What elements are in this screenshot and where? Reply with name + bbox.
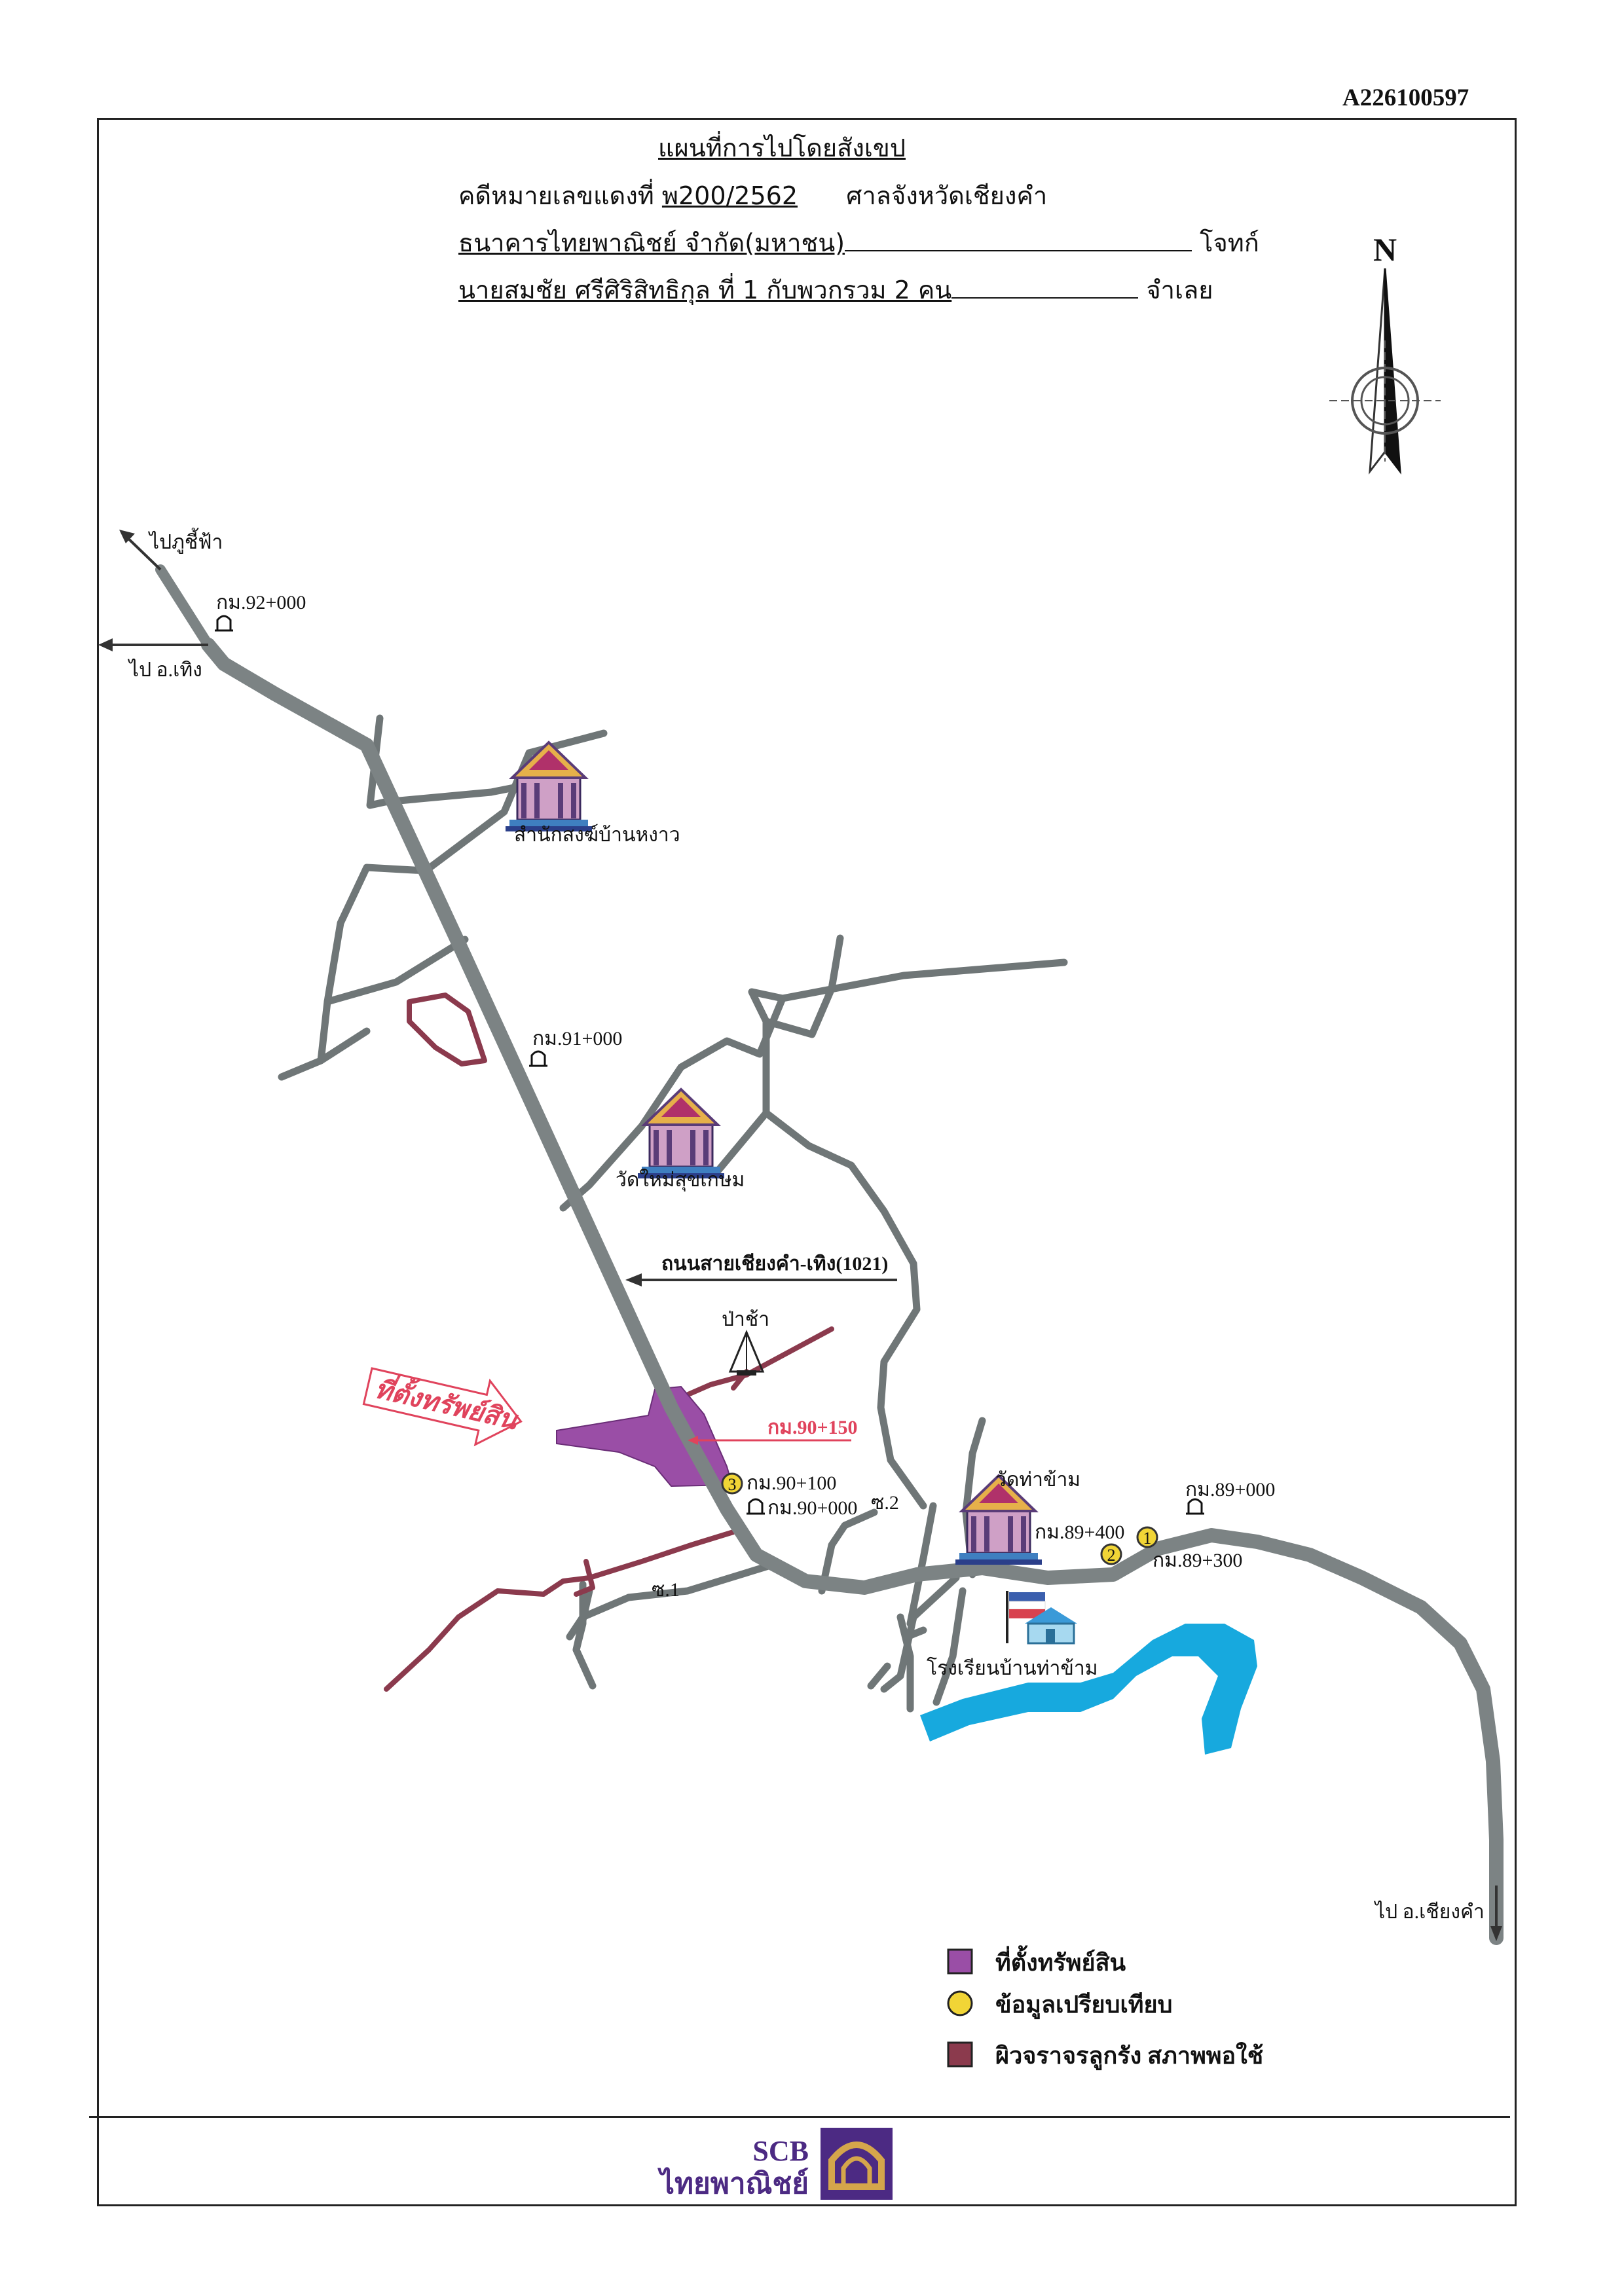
km-post-icon	[213, 615, 234, 632]
plaintiff-line: ธนาคารไทยพาณิชย์ จำกัด(มหาชน) โจทก์	[458, 223, 1259, 263]
map-frame	[97, 118, 1517, 2206]
km-label: กม.92+000	[216, 592, 306, 613]
km-label: กม.91+000	[532, 1028, 622, 1049]
main-highway	[201, 638, 1504, 1945]
km-label: กม.89+400	[1035, 1522, 1124, 1543]
court-name: ศาลจังหวัดเชียงคำ	[846, 181, 1048, 210]
property-pointer-head	[688, 1436, 698, 1445]
map-title: แผนที่การไปโดยสังเขป	[658, 134, 906, 162]
road-name-label: ถนนสายเชียงคำ-เทิง(1021)	[661, 1253, 888, 1275]
cemetery-icon	[728, 1330, 765, 1376]
km-post-icon	[1185, 1498, 1206, 1515]
marker-number: 3	[728, 1475, 737, 1494]
legend: ที่ตั้งทรัพย์สิน ข้อมูลเปรียบเทียบ ผิวจร…	[947, 1945, 1263, 2071]
defendant-role: จำเลย	[1146, 276, 1213, 304]
plaintiff-role: โจทก์	[1200, 228, 1259, 257]
document-id: A226100597	[1342, 84, 1469, 111]
property-arrow-label: ที่ตั้งทรัพย์สิน	[372, 1369, 522, 1436]
soi-label: ซ.1	[652, 1579, 680, 1601]
km-label: กม.90+100	[747, 1472, 836, 1494]
bank-short-name: SCB	[752, 2135, 809, 2167]
plaintiff-name: ธนาคารไทยพาณิชย์ จำกัด(มหาชน)	[458, 228, 845, 257]
destination-label: ไป อ.เชียงคำ	[1374, 1900, 1485, 1923]
bank-thai-name: ไทยพาณิชย์	[657, 2166, 809, 2200]
legend-swatch	[947, 1990, 973, 2016]
destination-label: ไป อ.เทิง	[128, 658, 202, 681]
footer-divider	[89, 2116, 1510, 2118]
case-number: พ200/2562	[661, 181, 798, 210]
marker-number: 1	[1143, 1529, 1152, 1548]
school-icon	[1006, 1591, 1077, 1645]
temple-label: สำนักสงฆ์บ้านหงาว	[514, 824, 680, 846]
legend-swatch	[947, 2041, 973, 2068]
km-label: กม.89+000	[1185, 1479, 1275, 1501]
temple-label: วัดท่าข้าม	[995, 1469, 1080, 1491]
direction-arrows	[98, 530, 1502, 1941]
km-label: กม.90+150	[767, 1417, 858, 1438]
north-label: N	[1373, 231, 1397, 268]
km-label: กม.89+300	[1153, 1550, 1242, 1571]
case-label: คดีหมายเลขแดงที่	[458, 181, 654, 210]
km-label: กม.90+000	[767, 1497, 857, 1519]
destination-label: ไปภูชี้ฟ้า	[148, 528, 223, 554]
case-line: คดีหมายเลขแดงที่ พ200/2562 ศาลจังหวัดเชี…	[458, 175, 1047, 215]
marker-number: 2	[1107, 1546, 1116, 1565]
comparison-marker: 2	[1100, 1543, 1122, 1565]
legend-label: ข้อมูลเปรียบเทียบ	[995, 1992, 1172, 2020]
km-post-icon	[528, 1050, 549, 1067]
temple-icon	[504, 741, 593, 833]
river	[920, 1624, 1257, 1755]
highway-branch	[155, 564, 213, 650]
defendant-line: นายสมชัย ศรีศิริสิทธิกุล ที่ 1 กับพวกรวม…	[458, 270, 1213, 310]
legend-label: ที่ตั้งทรัพย์สิน	[995, 1945, 1126, 1976]
temple-icon	[637, 1088, 726, 1180]
north-arrow-icon: N	[1329, 231, 1441, 475]
soi-label: ซ.2	[871, 1492, 899, 1514]
property-arrow: ที่ตั้งทรัพย์สิน	[362, 1367, 523, 1447]
legend-swatch	[947, 1948, 973, 1975]
cemetery-label: ป่าช้า	[722, 1309, 769, 1330]
km-post-icon	[745, 1498, 766, 1515]
comparison-marker: 1	[1136, 1526, 1158, 1548]
temple-label: วัดใหม่สุขเกษม	[616, 1169, 745, 1192]
defendant-name: นายสมชัย ศรีศิริสิทธิกุล ที่ 1 กับพวกรวม…	[458, 276, 952, 304]
comparison-marker: 3	[721, 1472, 743, 1495]
school-label: โรงเรียนบ้านท่าข้าม	[927, 1656, 1098, 1679]
secondary-roads	[278, 714, 1068, 1713]
legend-label: ผิวจราจรลูกรัง สภาพพอใช้	[995, 2041, 1263, 2071]
scb-logo: SCB ไทยพาณิชย์	[657, 2128, 893, 2200]
